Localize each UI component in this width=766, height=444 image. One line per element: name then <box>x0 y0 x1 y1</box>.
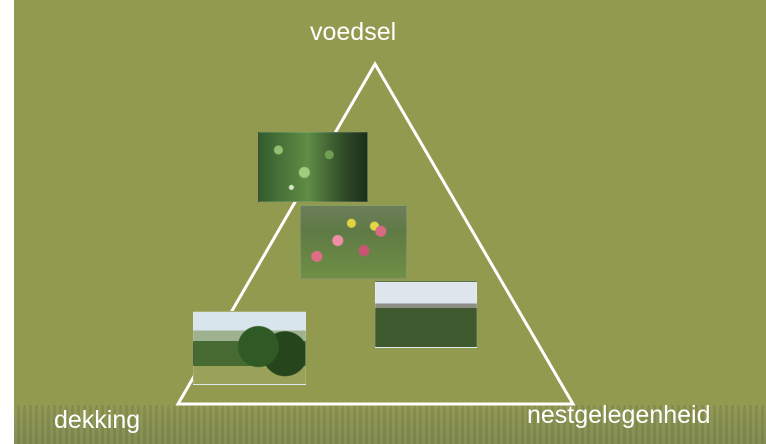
label-cover: dekking <box>54 406 141 434</box>
label-nesting: nestgelegenheid <box>527 401 711 429</box>
grass-strip <box>14 405 766 444</box>
flower-strip-photo <box>300 205 407 279</box>
label-food: voedsel <box>310 18 397 46</box>
cover-shrubs-photo <box>193 311 306 385</box>
nesting-field-photo <box>375 281 477 348</box>
food-vegetation-photo <box>258 132 368 202</box>
habitat-triangle <box>175 61 576 406</box>
